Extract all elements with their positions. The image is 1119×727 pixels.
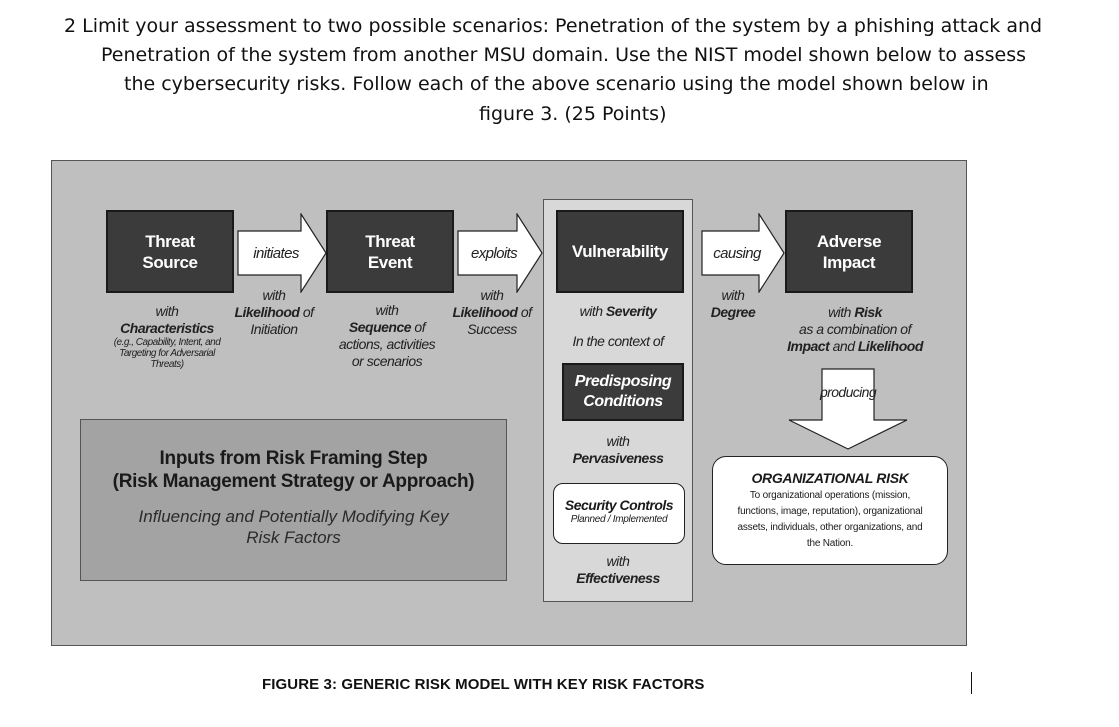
- arrow-down-icon: [788, 368, 908, 450]
- arrow-right-icon: [457, 213, 543, 293]
- security-controls-label: Security Controls: [564, 497, 674, 513]
- threat-event-box: Threat Event: [326, 210, 454, 293]
- vulnerability-box: Vulnerability: [556, 210, 684, 293]
- vulnerability-attributes: with Severity In the context of: [548, 303, 688, 350]
- question-line-3: the cybersecurity risks. Follow each of …: [124, 73, 989, 95]
- characteristics-example-1: (e.g., Capability, Intent, and: [113, 337, 221, 348]
- organizational-risk-line2: functions, image, reputation), organizat…: [737, 506, 923, 517]
- effectiveness-text: Effectiveness: [576, 570, 660, 586]
- combination-text: as a combination of: [799, 321, 911, 337]
- threat-source-attributes: with Characteristics (e.g., Capability, …: [102, 303, 232, 370]
- predisposing-conditions-box: Predisposing Conditions: [562, 363, 684, 421]
- inputs-sub-line2: Risk Factors: [246, 528, 341, 547]
- producing-arrow: producing: [788, 368, 908, 450]
- text-cursor: [971, 672, 972, 694]
- pervasiveness-attributes: with Pervasiveness: [548, 433, 688, 467]
- threat-event-line2: Event: [367, 252, 413, 272]
- question-line-1: 2 Limit your assessment to two possible …: [64, 15, 1043, 37]
- exploits-label: exploits: [470, 244, 518, 262]
- security-controls-box: Security Controls Planned / Implemented: [553, 483, 685, 544]
- organizational-risk-line3: assets, individuals, other organizations…: [737, 522, 923, 533]
- likelihood-text: Likelihood: [857, 338, 924, 354]
- with-text: with: [721, 287, 745, 303]
- initiates-label: initiates: [253, 244, 299, 262]
- initiates-arrow: initiates: [237, 213, 327, 293]
- success-text: Success: [467, 321, 517, 337]
- success-attributes: with Likelihood of Success: [446, 287, 538, 338]
- context-text: In the context of: [572, 333, 664, 349]
- causing-arrow: causing: [701, 213, 785, 293]
- pervasiveness-text: Pervasiveness: [572, 450, 664, 466]
- threat-source-line2: Source: [142, 252, 198, 272]
- with-text: with: [155, 303, 179, 319]
- risk-attributes: with Risk as a combination of Impact and…: [770, 304, 940, 355]
- inputs-title-line1: Inputs from Risk Framing Step: [159, 448, 428, 469]
- threat-source-line1: Threat: [145, 231, 195, 251]
- question-line-4: figure 3. (25 Points): [479, 103, 667, 125]
- with-text: with: [262, 287, 286, 303]
- vulnerability-label: Vulnerability: [571, 242, 669, 261]
- sequence-text: Sequence: [348, 319, 412, 335]
- with-text: with: [480, 287, 504, 303]
- with-text: with: [606, 433, 630, 449]
- figure-caption: FIGURE 3: GENERIC RISK MODEL WITH KEY RI…: [262, 676, 705, 693]
- threat-event-line1: Threat: [365, 231, 415, 251]
- of-text: of: [414, 319, 426, 335]
- predisposing-line2: Conditions: [583, 393, 663, 410]
- effectiveness-attributes: with Effectiveness: [548, 553, 688, 587]
- arrow-right-icon: [237, 213, 327, 293]
- degree-attributes: with Degree: [700, 287, 766, 321]
- organizational-risk-line1: To organizational operations (mission,: [749, 490, 911, 501]
- likelihood-text: Likelihood: [234, 304, 300, 320]
- organizational-risk-box: ORGANIZATIONAL RISK To organizational op…: [712, 456, 948, 565]
- characteristics-text: Characteristics: [120, 320, 214, 336]
- threat-source-box: Threat Source: [106, 210, 234, 293]
- adverse-impact-line2: Impact: [822, 252, 876, 272]
- scenarios-text: or scenarios: [351, 353, 423, 369]
- characteristics-example-3: Threats): [150, 359, 184, 370]
- question-line-2: Penetration of the system from another M…: [101, 44, 1027, 66]
- causing-label: causing: [713, 244, 761, 262]
- severity-text: Severity: [605, 303, 657, 319]
- organizational-risk-line4: the Nation.: [806, 538, 854, 549]
- impact-text: Impact: [787, 338, 830, 354]
- inputs-title-line2: (Risk Management Strategy or Approach): [112, 471, 475, 492]
- initiation-attributes: with Likelihood of Initiation: [228, 287, 320, 338]
- security-controls-sub: Planned / Implemented: [570, 514, 668, 525]
- with-text: with: [828, 304, 851, 320]
- adverse-impact-box: Adverse Impact: [785, 210, 913, 293]
- of-text: of: [302, 304, 314, 320]
- threat-event-attributes: with Sequence of actions, activities or …: [322, 302, 452, 370]
- initiation-text: Initiation: [250, 321, 298, 337]
- characteristics-example-2: Targeting for Adversarial: [119, 348, 215, 359]
- and-text: and: [832, 338, 855, 354]
- exploits-arrow: exploits: [457, 213, 543, 293]
- risk-text: Risk: [854, 304, 882, 320]
- with-text: with: [579, 303, 603, 319]
- organizational-risk-title: ORGANIZATIONAL RISK: [751, 470, 909, 486]
- risk-framing-inputs-box: Inputs from Risk Framing Step (Risk Mana…: [80, 419, 507, 581]
- producing-label: producing: [819, 384, 877, 400]
- of-text: of: [520, 304, 532, 320]
- actions-text: actions, activities: [338, 336, 436, 352]
- adverse-impact-line1: Adverse: [816, 231, 882, 251]
- with-text: with: [606, 553, 630, 569]
- inputs-sub-line1: Influencing and Potentially Modifying Ke…: [138, 507, 449, 526]
- degree-text: Degree: [710, 304, 756, 320]
- likelihood-text: Likelihood: [452, 304, 518, 320]
- predisposing-line1: Predisposing: [574, 373, 672, 390]
- arrow-right-icon: [701, 213, 785, 293]
- with-text: with: [375, 302, 399, 318]
